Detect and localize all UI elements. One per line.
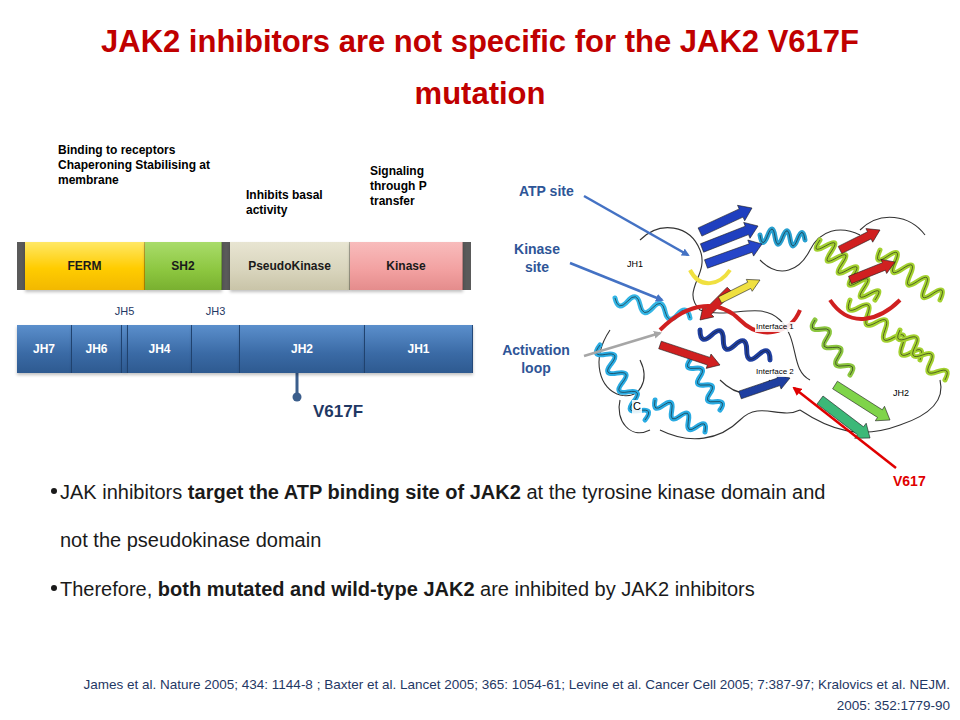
site-label: Kinase site [506, 241, 568, 276]
jh-region-box: JH6 [72, 325, 122, 373]
domain-label: SH2 [171, 259, 194, 273]
domain-label: PseudoKinase [248, 259, 331, 273]
domain-box: Kinase [350, 242, 463, 290]
domain-box: FERM [25, 242, 145, 290]
helix [687, 360, 722, 410]
structure-label: C [632, 400, 642, 414]
helix-edge [812, 320, 853, 375]
bullet-dot [51, 488, 57, 494]
bullet-text: are inhibited by JAK2 inhibitors [480, 578, 755, 600]
loop [690, 270, 730, 283]
structure-label: JH2 [892, 388, 910, 399]
region-label: JH5 [115, 305, 135, 317]
bullet-paragraph: Therefore, both mutated and wild-type JA… [60, 565, 850, 613]
helix-edge [687, 360, 722, 410]
slide-title: JAK2 inhibitors are not specific for the… [80, 16, 880, 120]
mutation-label: V617F [313, 401, 393, 422]
bullet-text: Therefore, [60, 578, 152, 600]
leader-arrow [570, 263, 662, 300]
helix [878, 250, 943, 300]
leader-arrow [584, 196, 688, 255]
bullet-text: target the ATP binding site of JAK2 [188, 481, 521, 503]
helix [596, 345, 648, 420]
mutation-label: V617 [893, 473, 943, 491]
jh-region-box: JH7 [17, 325, 72, 373]
beta-strand [718, 279, 760, 303]
bullet-text: JAK inhibitors [60, 481, 182, 503]
site-label: ATP site [519, 183, 589, 201]
helix-edge [898, 330, 948, 380]
structure-label: Interface 2 [755, 367, 795, 377]
domain-label: JH2 [291, 342, 313, 356]
beta-strand [739, 375, 790, 399]
domain-label: Kinase [386, 259, 425, 273]
bar-cap [17, 242, 25, 290]
leader-arrow [584, 333, 660, 356]
beta-strand [659, 341, 720, 368]
jh-region-box: JH2 [240, 325, 365, 373]
beta-strand [833, 381, 890, 421]
site-label: Activation loop [490, 342, 582, 377]
helix [760, 229, 805, 246]
domain-label: JH7 [33, 342, 55, 356]
leader-arrow [794, 388, 896, 468]
bar-cap [222, 242, 230, 290]
bar-cap [463, 242, 471, 290]
jh-region-box: JH3 [192, 325, 240, 373]
domain-label: FERM [68, 259, 102, 273]
mutation-dot [293, 393, 302, 402]
bullet-text: both mutated and wild-type JAK2 [158, 578, 475, 600]
jh-region-box: JH1 [365, 325, 473, 373]
helix-edge [596, 345, 648, 420]
loop [830, 300, 900, 319]
helix-edge [878, 250, 943, 300]
helix-edge [654, 400, 705, 432]
helix [898, 330, 948, 380]
helix [812, 320, 853, 375]
domain-box: SH2 [145, 242, 222, 290]
bullet-dot [51, 585, 57, 591]
loop [660, 306, 800, 332]
function-note: Signaling through P transfer [370, 164, 452, 209]
domain-label: JH6 [85, 342, 107, 356]
domain-label: JH1 [407, 342, 429, 356]
domain-label: JH4 [148, 342, 170, 356]
protein-ribbons [596, 205, 947, 438]
region-label: JH3 [206, 305, 226, 317]
bullet-paragraph: JAK inhibitors target the ATP binding si… [60, 468, 850, 564]
helix-edge [760, 229, 805, 246]
beta-strand [838, 229, 880, 254]
reference-note: James et al. Nature 2005; 434: 1144-8 ; … [50, 674, 950, 716]
structure-label: JH1 [626, 259, 644, 270]
mutation-marker [296, 373, 299, 394]
protein-coil [599, 217, 941, 438]
helix [654, 400, 705, 432]
domain-box: PseudoKinase [230, 242, 350, 290]
function-note: Inhibits basal activity [246, 188, 351, 218]
beta-strand [849, 259, 896, 283]
structure-label: Interface 1 [755, 322, 795, 332]
function-note: Binding to receptors Chaperoning Stabili… [58, 143, 210, 188]
beta-strand [705, 240, 763, 268]
jh-region-box: JH4 [128, 325, 192, 373]
